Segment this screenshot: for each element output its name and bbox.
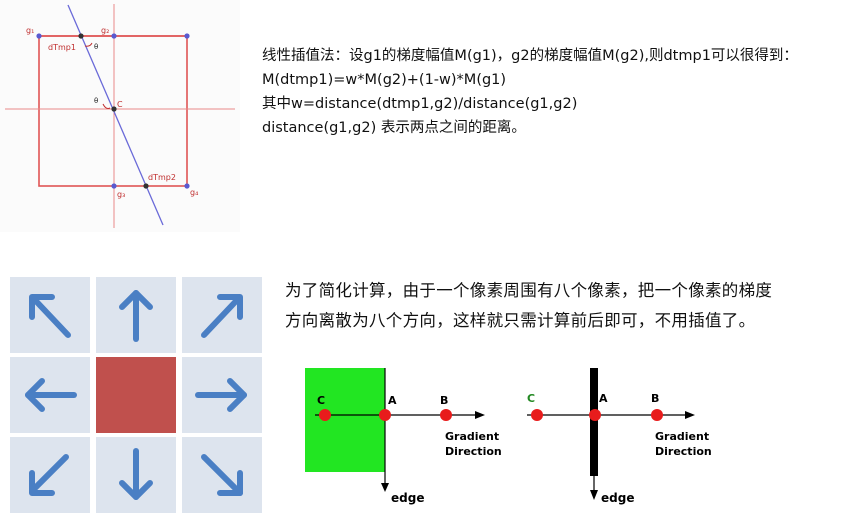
interp-line-2: M(dtmp1)=w*M(g2)+(1-w)*M(g1) xyxy=(262,72,507,88)
interp-line-4: distance(g1,g2) 表示两点之间的距离。 xyxy=(262,120,526,136)
theta-arc-center xyxy=(102,103,111,109)
simplify-line-2: 方向离散为八个方向，这样就只需计算前后即可，不用插值了。 xyxy=(285,311,756,330)
g1-label: g₁ xyxy=(26,26,34,35)
label-c: C xyxy=(317,394,325,407)
point-a xyxy=(589,409,601,421)
arrow-north-east-icon xyxy=(201,294,243,338)
g-top-right-point xyxy=(184,33,190,39)
edge-label: edge xyxy=(391,491,424,505)
g3-label: g₃ xyxy=(117,190,125,199)
cell-west xyxy=(10,357,90,433)
dtmp1-label: dTmp1 xyxy=(48,43,76,52)
direction-label: Direction xyxy=(655,445,712,458)
arrow-west-icon xyxy=(25,378,77,412)
theta-label-center: θ xyxy=(94,97,98,105)
center-pixel xyxy=(96,357,176,433)
point-c xyxy=(531,409,543,421)
interp-line-3: 其中w=distance(dtmp1,g2)/distance(g1,g2) xyxy=(262,96,578,112)
dtmp2-label: dTmp2 xyxy=(148,173,176,182)
gradient-arrow-icon xyxy=(685,411,695,419)
point-a xyxy=(379,409,391,421)
c-point xyxy=(111,106,117,112)
gradient-line xyxy=(67,4,164,226)
label-a: A xyxy=(388,394,397,407)
edge-diagram-right: C A B Gradient Direction edge xyxy=(527,368,712,505)
cell-north-west xyxy=(10,277,90,353)
g2-point xyxy=(111,33,117,39)
direction-grid xyxy=(10,277,262,513)
edge-label: edge xyxy=(601,491,634,505)
dtmp2-point xyxy=(143,183,149,189)
c-label: C xyxy=(117,100,123,109)
interp-line-1: 线性插值法：设g1的梯度幅值M(g1)，g2的梯度幅值M(g2),则dtmp1可… xyxy=(262,48,798,64)
cell-south xyxy=(96,437,176,513)
cell-north xyxy=(96,277,176,353)
dtmp1-point xyxy=(78,33,84,39)
cell-south-east xyxy=(182,437,262,513)
theta-label-top: θ xyxy=(94,43,98,51)
edge-bar xyxy=(590,368,598,476)
cell-south-west xyxy=(10,437,90,513)
arrow-north-west-icon xyxy=(29,294,71,338)
label-b: B xyxy=(651,392,659,405)
point-b xyxy=(651,409,663,421)
arrow-south-west-icon xyxy=(29,454,69,496)
simplification-description: 为了简化计算，由于一个像素周围有八个像素，把一个像素的梯度 方向离散为八个方向，… xyxy=(285,276,837,336)
interpolation-diagram: g₁ g₂ dTmp1 θ C θ dTmp2 g₃ g₄ xyxy=(0,0,240,232)
edge-diagram-left: C A B Gradient Direction edge xyxy=(305,368,502,505)
cell-north-east xyxy=(182,277,262,353)
simplify-line-1: 为了简化计算，由于一个像素周围有八个像素，把一个像素的梯度 xyxy=(285,281,773,300)
arrow-east-icon xyxy=(195,378,247,412)
g1-point xyxy=(36,33,42,39)
edge-diagrams: C A B Gradient Direction edge C A B Grad… xyxy=(305,368,712,505)
g2-label: g₂ xyxy=(101,26,109,35)
arrow-north-icon xyxy=(119,290,153,342)
g3-point xyxy=(111,183,117,189)
label-a: A xyxy=(599,392,608,405)
interpolation-description: 线性插值法：设g1的梯度幅值M(g1)，g2的梯度幅值M(g2),则dtmp1可… xyxy=(262,44,837,140)
cell-east xyxy=(182,357,262,433)
gradient-arrow-icon xyxy=(475,411,485,419)
point-b xyxy=(440,409,452,421)
label-b: B xyxy=(440,394,448,407)
edge-arrow-icon xyxy=(590,490,598,500)
edge-region xyxy=(305,368,385,472)
arrow-south-east-icon xyxy=(201,454,243,496)
edge-arrow-icon xyxy=(381,483,389,492)
gradient-label: Gradient xyxy=(445,430,499,443)
theta-arc-top xyxy=(84,42,93,47)
g4-point xyxy=(184,183,190,189)
g4-label: g₄ xyxy=(190,188,198,197)
gradient-label: Gradient xyxy=(655,430,709,443)
arrow-south-icon xyxy=(119,448,153,500)
direction-label: Direction xyxy=(445,445,502,458)
label-c: C xyxy=(527,392,535,405)
point-c xyxy=(319,409,331,421)
